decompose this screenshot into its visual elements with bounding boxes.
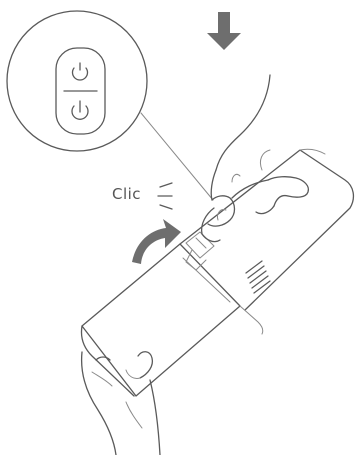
power-button-bottom-icon bbox=[72, 101, 88, 119]
vent-grille bbox=[246, 261, 270, 293]
upper-hand bbox=[202, 75, 309, 242]
push-down-arrow-icon bbox=[207, 12, 241, 50]
click-sound-icon bbox=[158, 183, 172, 209]
power-button-top-icon bbox=[73, 63, 88, 80]
lower-hand bbox=[82, 352, 160, 455]
rotate-arrow-icon bbox=[132, 219, 181, 264]
magnified-view bbox=[7, 11, 213, 200]
clic-label: Clic bbox=[112, 185, 141, 203]
